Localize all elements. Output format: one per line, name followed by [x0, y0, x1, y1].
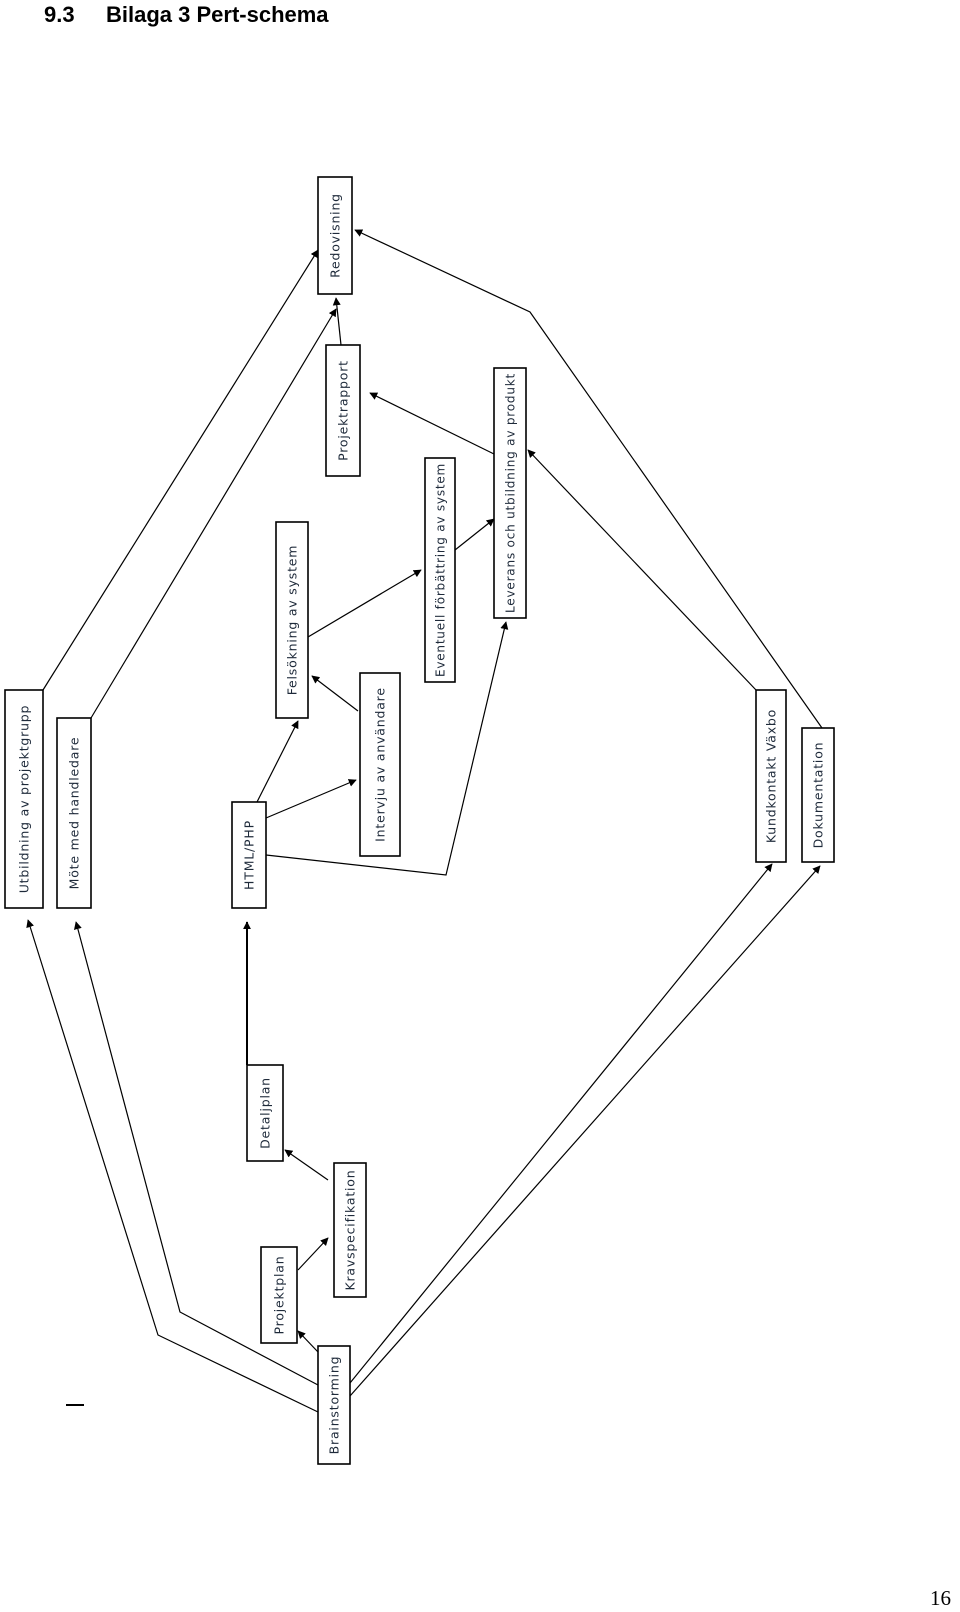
- node-box: [56, 717, 92, 909]
- node-label: Möte med handledare: [67, 737, 82, 890]
- node-box: [424, 457, 456, 683]
- node-label: Leverans och utbildning av produkt: [503, 373, 518, 613]
- node-box: [333, 1162, 367, 1298]
- node-brainstorming: Brainstorming: [317, 1345, 351, 1465]
- node-detaljplan: Detaljplan: [246, 1064, 284, 1162]
- node-label: HTML/PHP: [242, 820, 257, 890]
- node-box: [359, 672, 401, 857]
- node-label: Eventuell förbättring av system: [433, 463, 448, 677]
- edge-brainstorming-to-utbildning: [26, 919, 319, 1413]
- node-intervju: Intervju av användare: [359, 672, 401, 857]
- node-projektplan: Projektplan: [260, 1246, 298, 1344]
- edge-brainstorming-to-projektplan: [297, 1330, 319, 1353]
- node-redovisning: Redovisning: [317, 176, 353, 295]
- section-heading: 9.3 Bilaga 3 Pert-schema: [44, 2, 329, 28]
- node-box: [325, 344, 361, 477]
- edge-html-to-intervju: [265, 779, 357, 819]
- node-kravspec: Kravspecifikation: [333, 1162, 367, 1298]
- node-box: [317, 176, 353, 295]
- node-label: Detaljplan: [258, 1077, 273, 1149]
- edge-forbattring-to-leverans: [454, 518, 495, 551]
- node-box: [4, 689, 44, 909]
- section-title: Bilaga 3 Pert-schema: [106, 2, 329, 27]
- edge-utbildning-to-redovisning: [42, 249, 319, 691]
- edge-projektplan-to-kravspec: [297, 1237, 329, 1271]
- node-mote: Möte med handledare: [56, 717, 92, 909]
- section-number: 9.3: [44, 2, 75, 27]
- edge-projektrapport-to-redovisning: [332, 297, 342, 346]
- edge-html-to-leverans: [265, 621, 509, 876]
- edge-leverans-to-projektrapport: [369, 392, 495, 455]
- node-projektrapport: Projektrapport: [325, 344, 361, 477]
- node-box: [231, 801, 267, 909]
- node-html: HTML/PHP: [231, 801, 267, 909]
- node-label: Kundkontakt Växbo: [764, 709, 779, 843]
- node-label: Dokumentation: [811, 742, 826, 849]
- edge-brainstorming-to-kundkontakt: [349, 863, 773, 1384]
- node-box: [493, 367, 527, 619]
- node-label: Utbildning av projektgrupp: [17, 705, 32, 894]
- edge-kundkontakt-to-leverans: [527, 449, 757, 691]
- node-label: Intervju av användare: [373, 687, 388, 842]
- edge-felsokning-to-forbattring: [307, 569, 422, 638]
- node-label: Redovisning: [328, 193, 343, 278]
- node-leverans: Leverans och utbildning av produkt: [493, 367, 527, 619]
- node-forbattring: Eventuell förbättring av system: [424, 457, 456, 683]
- dash-mark: [66, 1404, 84, 1406]
- edge-brainstorming-to-dokumentation: [349, 865, 821, 1397]
- node-label: Projektplan: [272, 1256, 287, 1335]
- node-kundkontakt: Kundkontakt Växbo: [755, 689, 787, 863]
- node-label: Brainstorming: [327, 1356, 342, 1455]
- edge-dokumentation-to-redovisning: [354, 229, 823, 729]
- edge-brainstorming-to-mote: [73, 921, 319, 1386]
- edge-intervju-to-felsokning: [311, 675, 359, 712]
- node-label: Felsökning av system: [285, 545, 300, 696]
- node-box: [260, 1246, 298, 1344]
- edge-kravspec-to-detaljplan: [284, 1149, 329, 1181]
- node-label: Kravspecifikation: [343, 1170, 358, 1291]
- node-utbildning: Utbildning av projektgrupp: [4, 689, 44, 909]
- edge-mote-to-redovisning: [90, 308, 337, 719]
- page-number: 16: [930, 1586, 951, 1610]
- node-box: [317, 1345, 351, 1465]
- node-box: [755, 689, 787, 863]
- node-box: [246, 1064, 284, 1162]
- nodes-layer: Utbildning av projektgrupp Möte med handl…: [4, 176, 835, 1465]
- edges-layer: [26, 229, 823, 1413]
- node-dokumentation: Dokumentation: [801, 727, 835, 863]
- node-felsokning: Felsökning av system: [275, 521, 309, 719]
- node-box: [801, 727, 835, 863]
- edge-html-to-felsokning: [256, 720, 299, 803]
- node-box: [275, 521, 309, 719]
- node-label: Projektrapport: [336, 360, 351, 461]
